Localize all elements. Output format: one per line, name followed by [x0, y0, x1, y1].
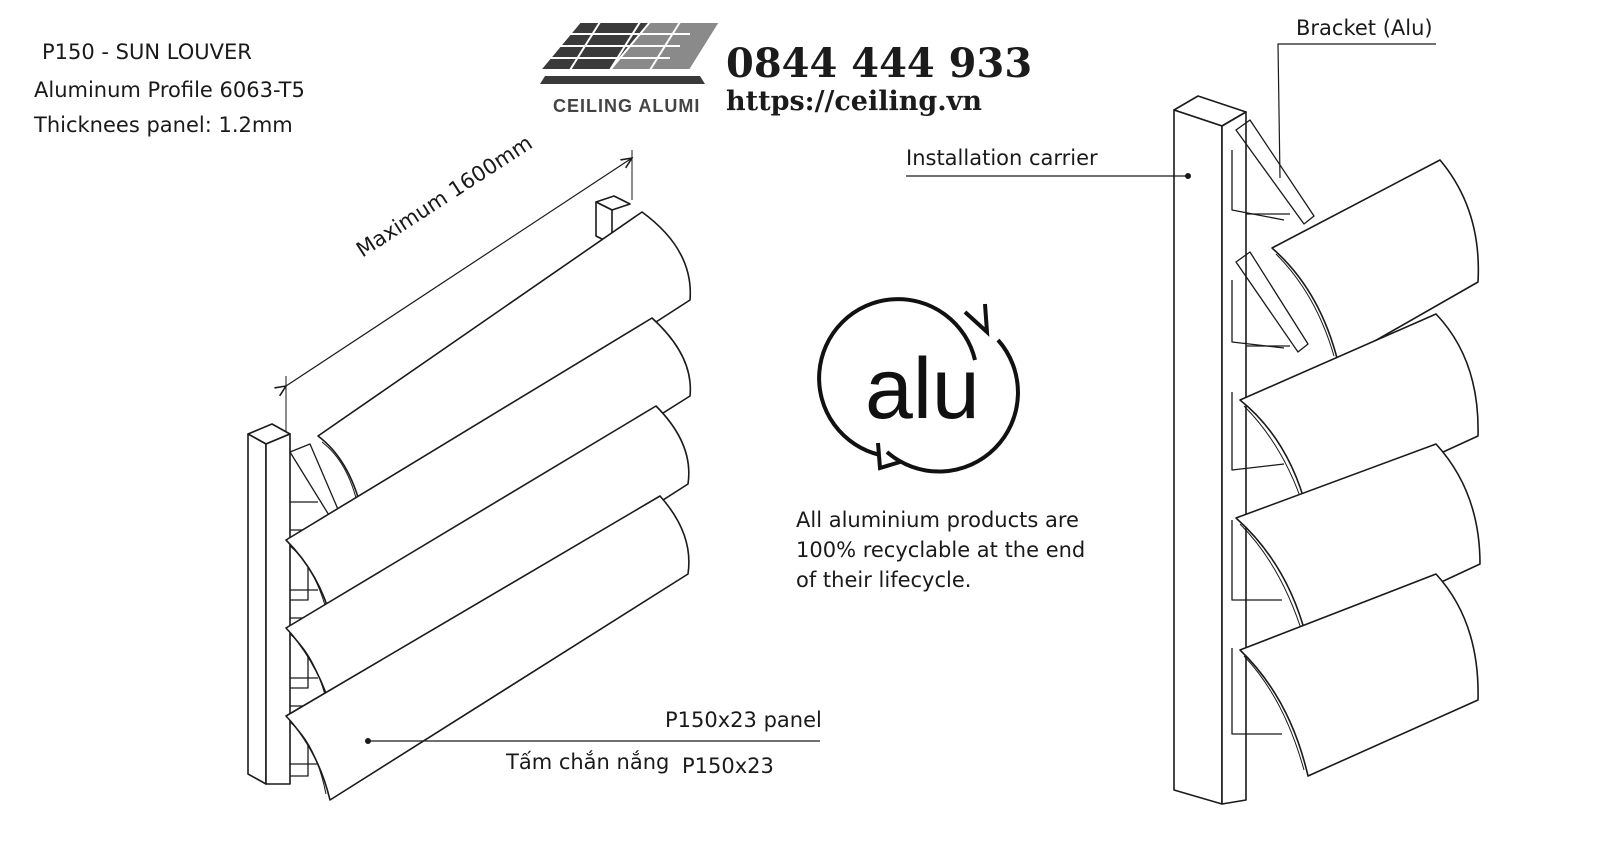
spec-profile: Aluminum Profile 6063-T5 [34, 78, 305, 102]
carrier-label: Installation carrier [906, 146, 1098, 170]
left-louver-assembly [247, 150, 820, 801]
spec-title: P150 - SUN LOUVER [42, 40, 252, 64]
brand-name: CEILING ALUMI [553, 96, 701, 116]
brand-phone: 0844 444 933 [726, 40, 1033, 87]
recycle-line-3: of their lifecycle. [796, 568, 972, 592]
right-louver-assembly [906, 43, 1481, 805]
recycle-line-2: 100% recyclable at the end [796, 538, 1086, 562]
alu-recycle-symbol [817, 297, 1020, 474]
panel-label-vi: Tấm chắn nắng [506, 750, 670, 774]
bracket-label: Bracket (Alu) [1296, 16, 1433, 40]
alu-symbol-text: alu [865, 341, 980, 437]
panel-label-en: P150x23 panel [665, 708, 822, 732]
spec-thickness: Thicknees panel: 1.2mm [34, 113, 293, 137]
panel-label-vi-code: P150x23 [682, 754, 774, 778]
brand-website: https://ceiling.vn [726, 86, 982, 117]
recycle-line-1: All aluminium products are [796, 508, 1079, 532]
